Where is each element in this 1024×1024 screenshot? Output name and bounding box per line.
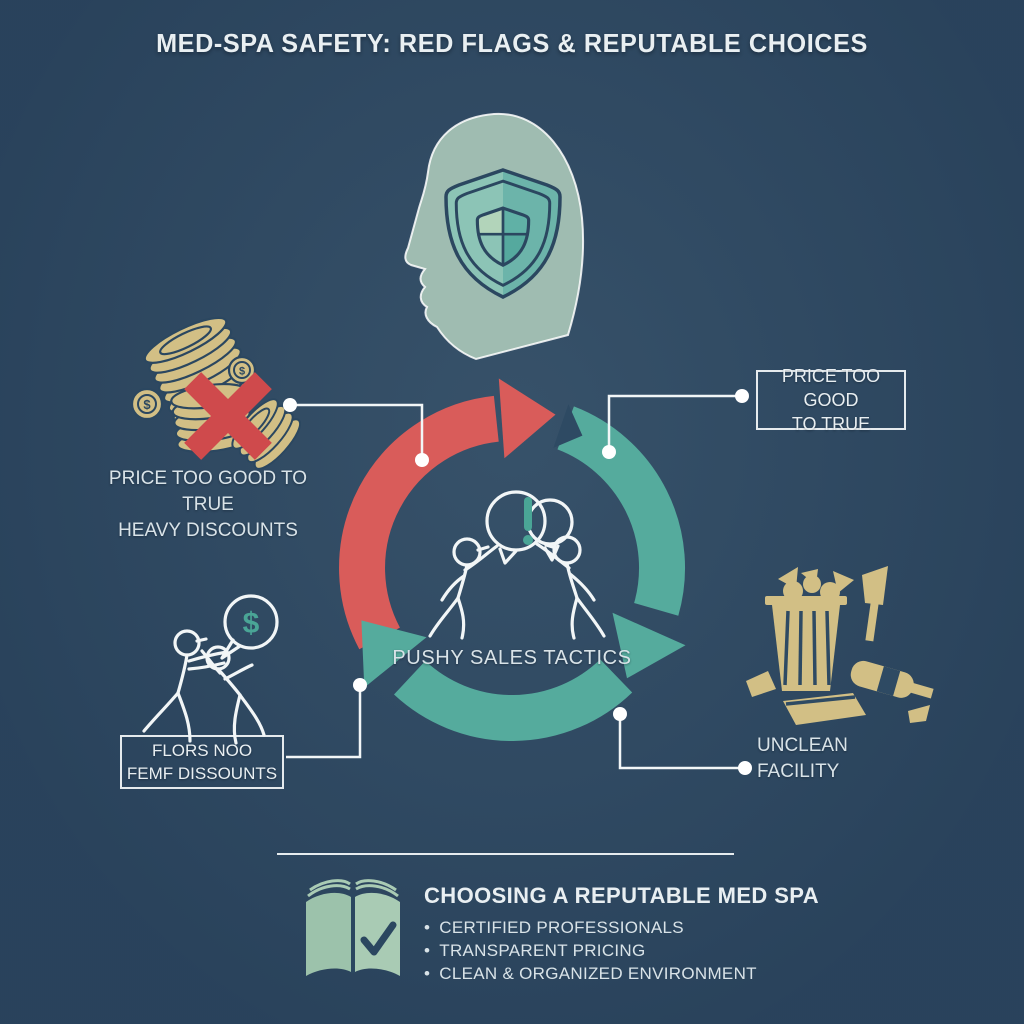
page-title: MED-SPA SAFETY: RED FLAGS & REPUTABLE CH…	[156, 28, 868, 58]
svg-text:$: $	[243, 607, 260, 640]
pushy-box-line1: FLORS NOO	[151, 741, 253, 760]
head-shield-icon	[404, 112, 585, 361]
pushy-figures-icon	[428, 535, 606, 640]
dollar-coin-icon: $	[130, 387, 164, 421]
svg-text:$: $	[239, 366, 245, 378]
discount-warning-label: PRICE TOO GOOD TO TRUE HEAVY DISCOUNTS	[86, 466, 330, 544]
footer-divider	[277, 853, 734, 855]
pressure-figures-icon: $	[142, 594, 279, 745]
price-box-line1: PRICE TOO GOOD	[781, 366, 881, 410]
bullet-marker: •	[424, 964, 431, 983]
bullet-marker: •	[424, 941, 431, 960]
bullet-environment-text: CLEAN & ORGANIZED ENVIRONMENT	[439, 964, 757, 983]
price-box-line2: TO TRUE	[791, 414, 871, 434]
bullet-pricing-text: TRANSPARENT PRICING	[439, 941, 646, 960]
red-x-icon	[184, 372, 272, 460]
bullet-certified: • CERTIFIED PROFESSIONALS	[424, 916, 844, 939]
pushy-discounts-box: FLORS NOO FEMF DISSOUNTS	[120, 735, 284, 789]
bullet-marker: •	[424, 918, 431, 937]
dollar-coin-icon: $	[227, 355, 257, 385]
unclean-line2: FACILITY	[757, 761, 840, 782]
dollar-bubble-icon: $	[220, 594, 279, 660]
trash-icon	[746, 566, 934, 725]
discount-warning-line2: HEAVY DISCOUNTS	[118, 520, 298, 541]
pushy-box-line2: FEMF DISSOUNTS	[126, 764, 278, 783]
svg-text:$: $	[143, 397, 151, 412]
cycle-label: PUSHY SALES TACTICS	[392, 647, 632, 669]
book-check-icon	[306, 879, 400, 976]
bottle-icon	[850, 660, 934, 699]
coins-icon: $ $	[130, 316, 302, 470]
cycle-arrows	[339, 378, 686, 741]
bullet-certified-text: CERTIFIED PROFESSIONALS	[439, 918, 684, 937]
bullet-environment: • CLEAN & ORGANIZED ENVIRONMENT	[424, 962, 844, 985]
unclean-line1: UNCLEAN	[757, 735, 848, 756]
alert-bubble-icon	[485, 490, 574, 565]
footer-heading: CHOOSING A REPUTABLE MED SPA	[424, 883, 819, 908]
price-too-good-box: PRICE TOO GOOD TO TRUE	[756, 366, 906, 434]
discount-warning-line1: PRICE TOO GOOD TO TRUE	[108, 468, 308, 515]
bullet-pricing: • TRANSPARENT PRICING	[424, 939, 844, 962]
footer-bullet-list: • CERTIFIED PROFESSIONALS • TRANSPARENT PR…	[424, 916, 844, 985]
unclean-facility-label: UNCLEAN FACILITY	[757, 733, 957, 785]
